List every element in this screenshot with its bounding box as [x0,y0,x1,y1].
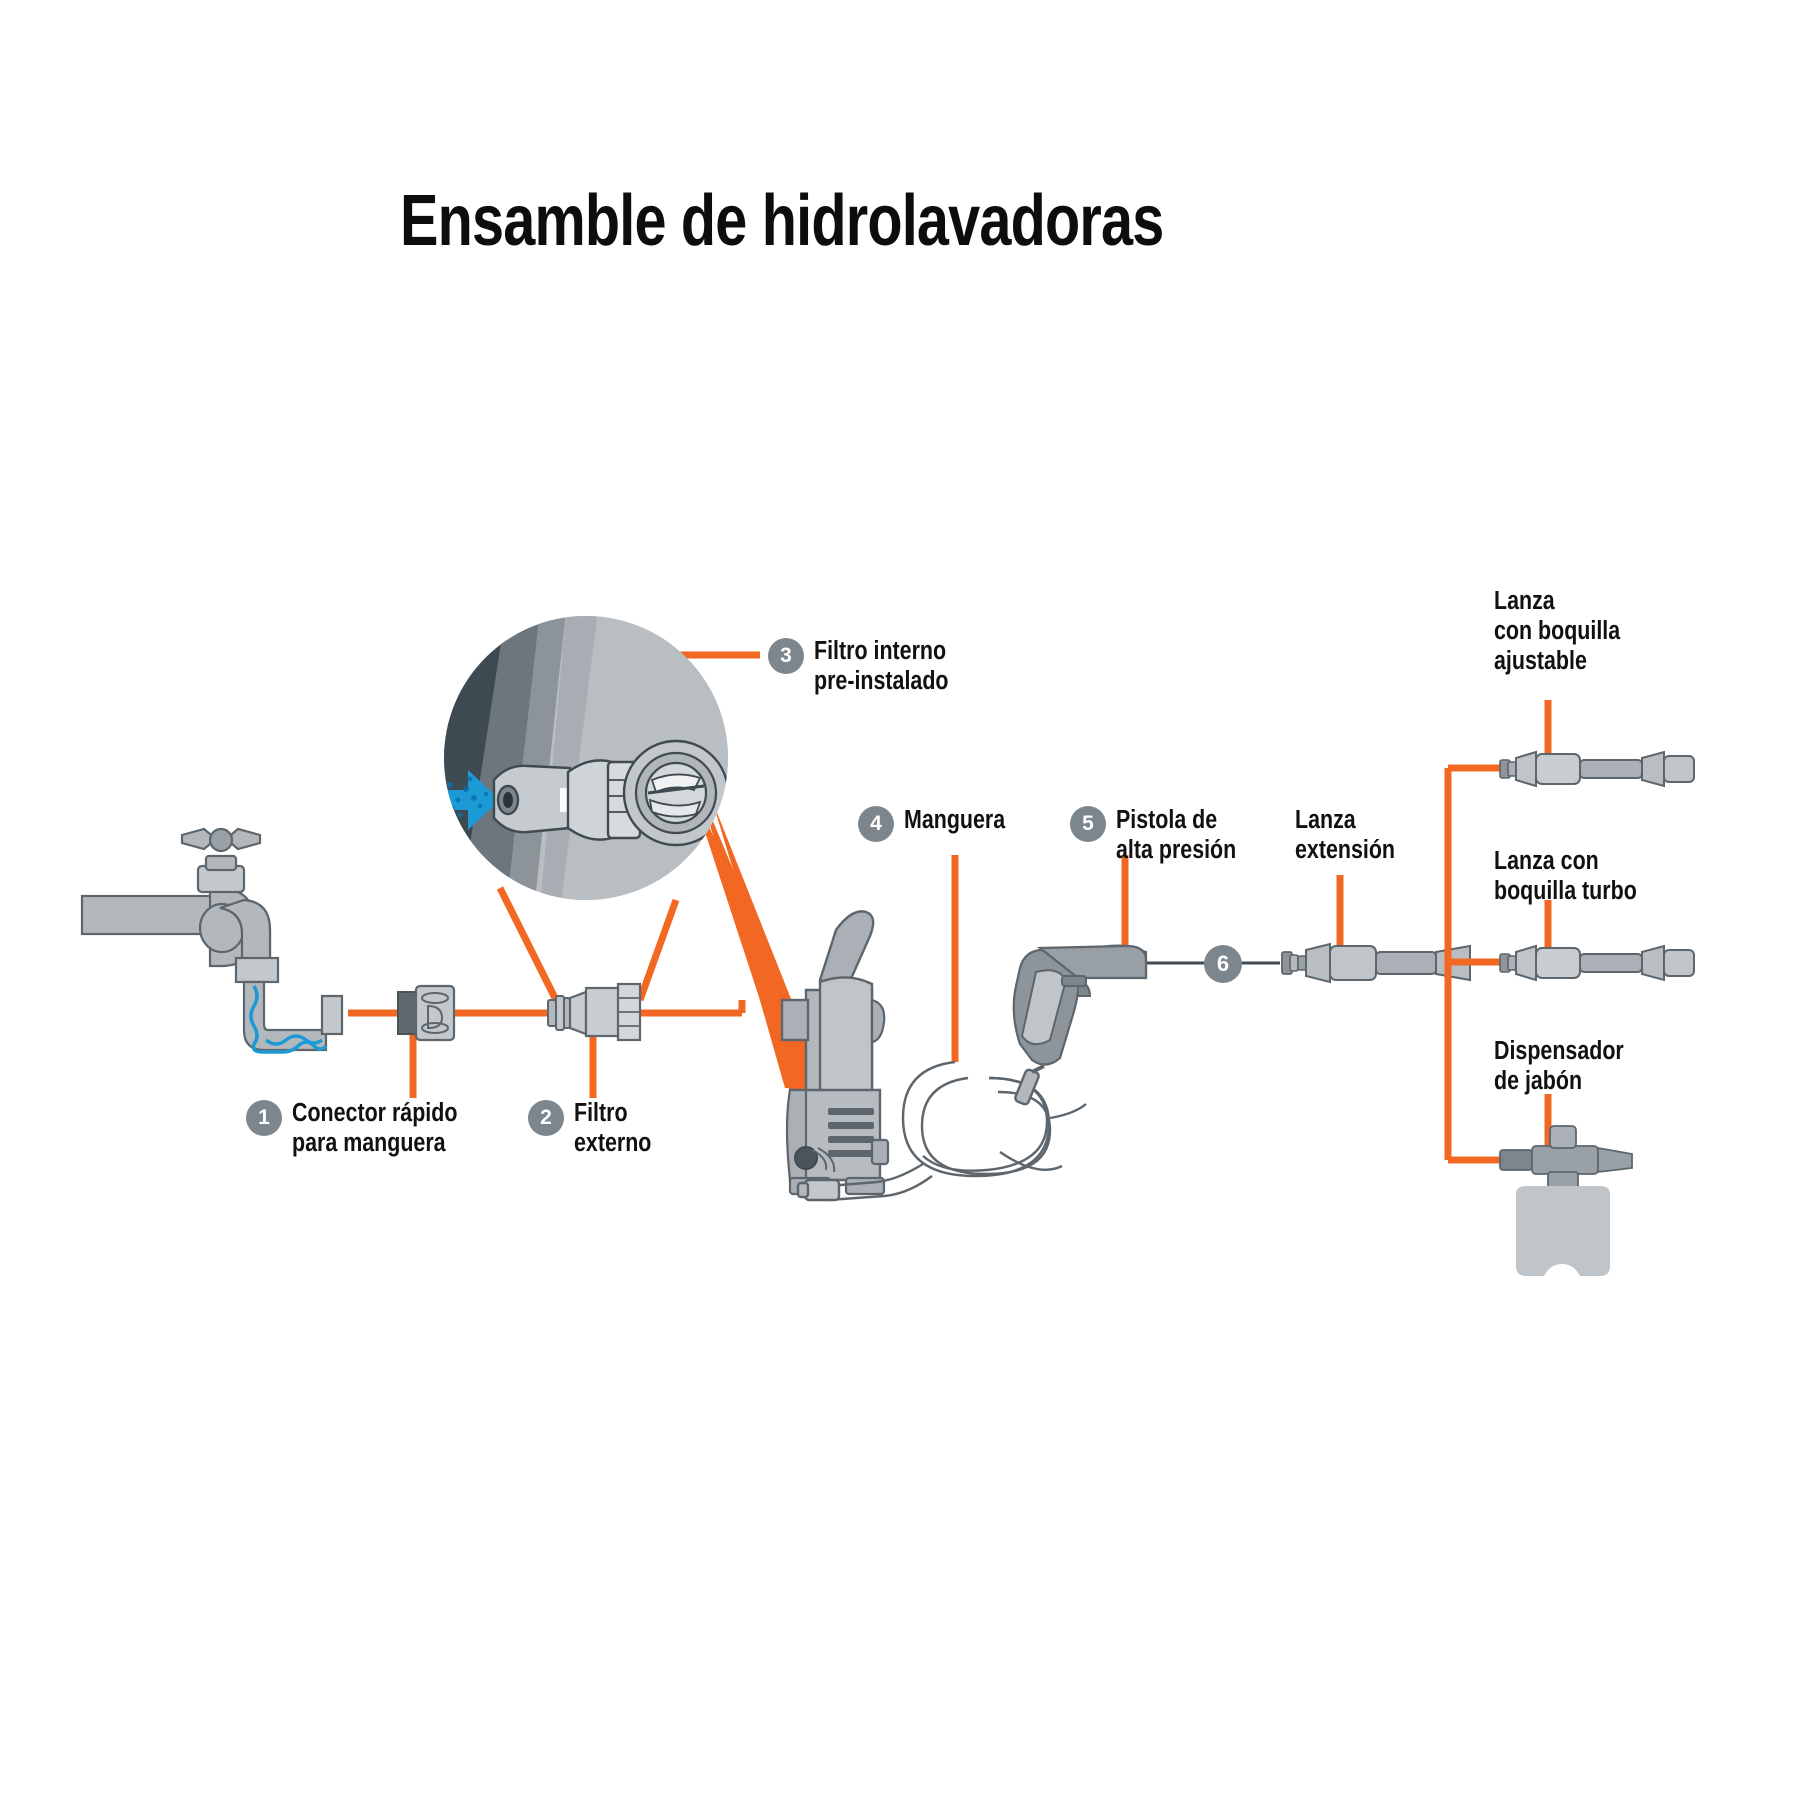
callout-badge-5[interactable]: 5 [1070,806,1106,842]
callout-badge-3[interactable]: 3 [768,638,804,674]
callout-label-1: Conector rápido para manguera [292,1099,458,1157]
callout-badge-6[interactable]: 6 [1204,945,1242,983]
callout-badge-2[interactable]: 2 [528,1100,564,1136]
quick-connector-icon [397,984,456,1042]
callout-label-2: Filtro externo [574,1099,652,1157]
page-title: Ensamble de hidrolavadoras [400,181,1164,261]
label-adjustable-nozzle-lance: Lanza con boquilla ajustable [1494,587,1621,675]
faucet-icon [80,827,280,984]
soap-dispenser-icon [1499,1125,1633,1276]
adjustable-lance-icon [1499,750,1695,788]
external-filter-icon [547,982,642,1042]
pressure-washer-icon [780,910,890,1196]
label-soap-dispenser: Dispensador de jabón [1494,1037,1624,1095]
callout-badge-4[interactable]: 4 [858,806,894,842]
callout-label-4: Manguera [904,806,1006,834]
lance-branch-bracket [1444,700,1552,1164]
callout-badge-1[interactable]: 1 [246,1100,282,1136]
garden-hose-icon [242,980,344,1054]
turbo-lance-icon [1499,944,1695,982]
label-turbo-nozzle-lance: Lanza con boquilla turbo [1494,847,1637,905]
callout-label-3: Filtro interno pre-instalado [814,637,949,695]
label-extension-lance: Lanza extensión [1295,806,1395,864]
spray-gun-icon [1012,944,1148,1066]
lance-connector-icon [1281,942,1471,984]
magnifier-detail-icon [444,616,728,900]
hose-coil-icon [796,1060,1087,1202]
callout-label-5: Pistola de alta presión [1116,806,1237,864]
